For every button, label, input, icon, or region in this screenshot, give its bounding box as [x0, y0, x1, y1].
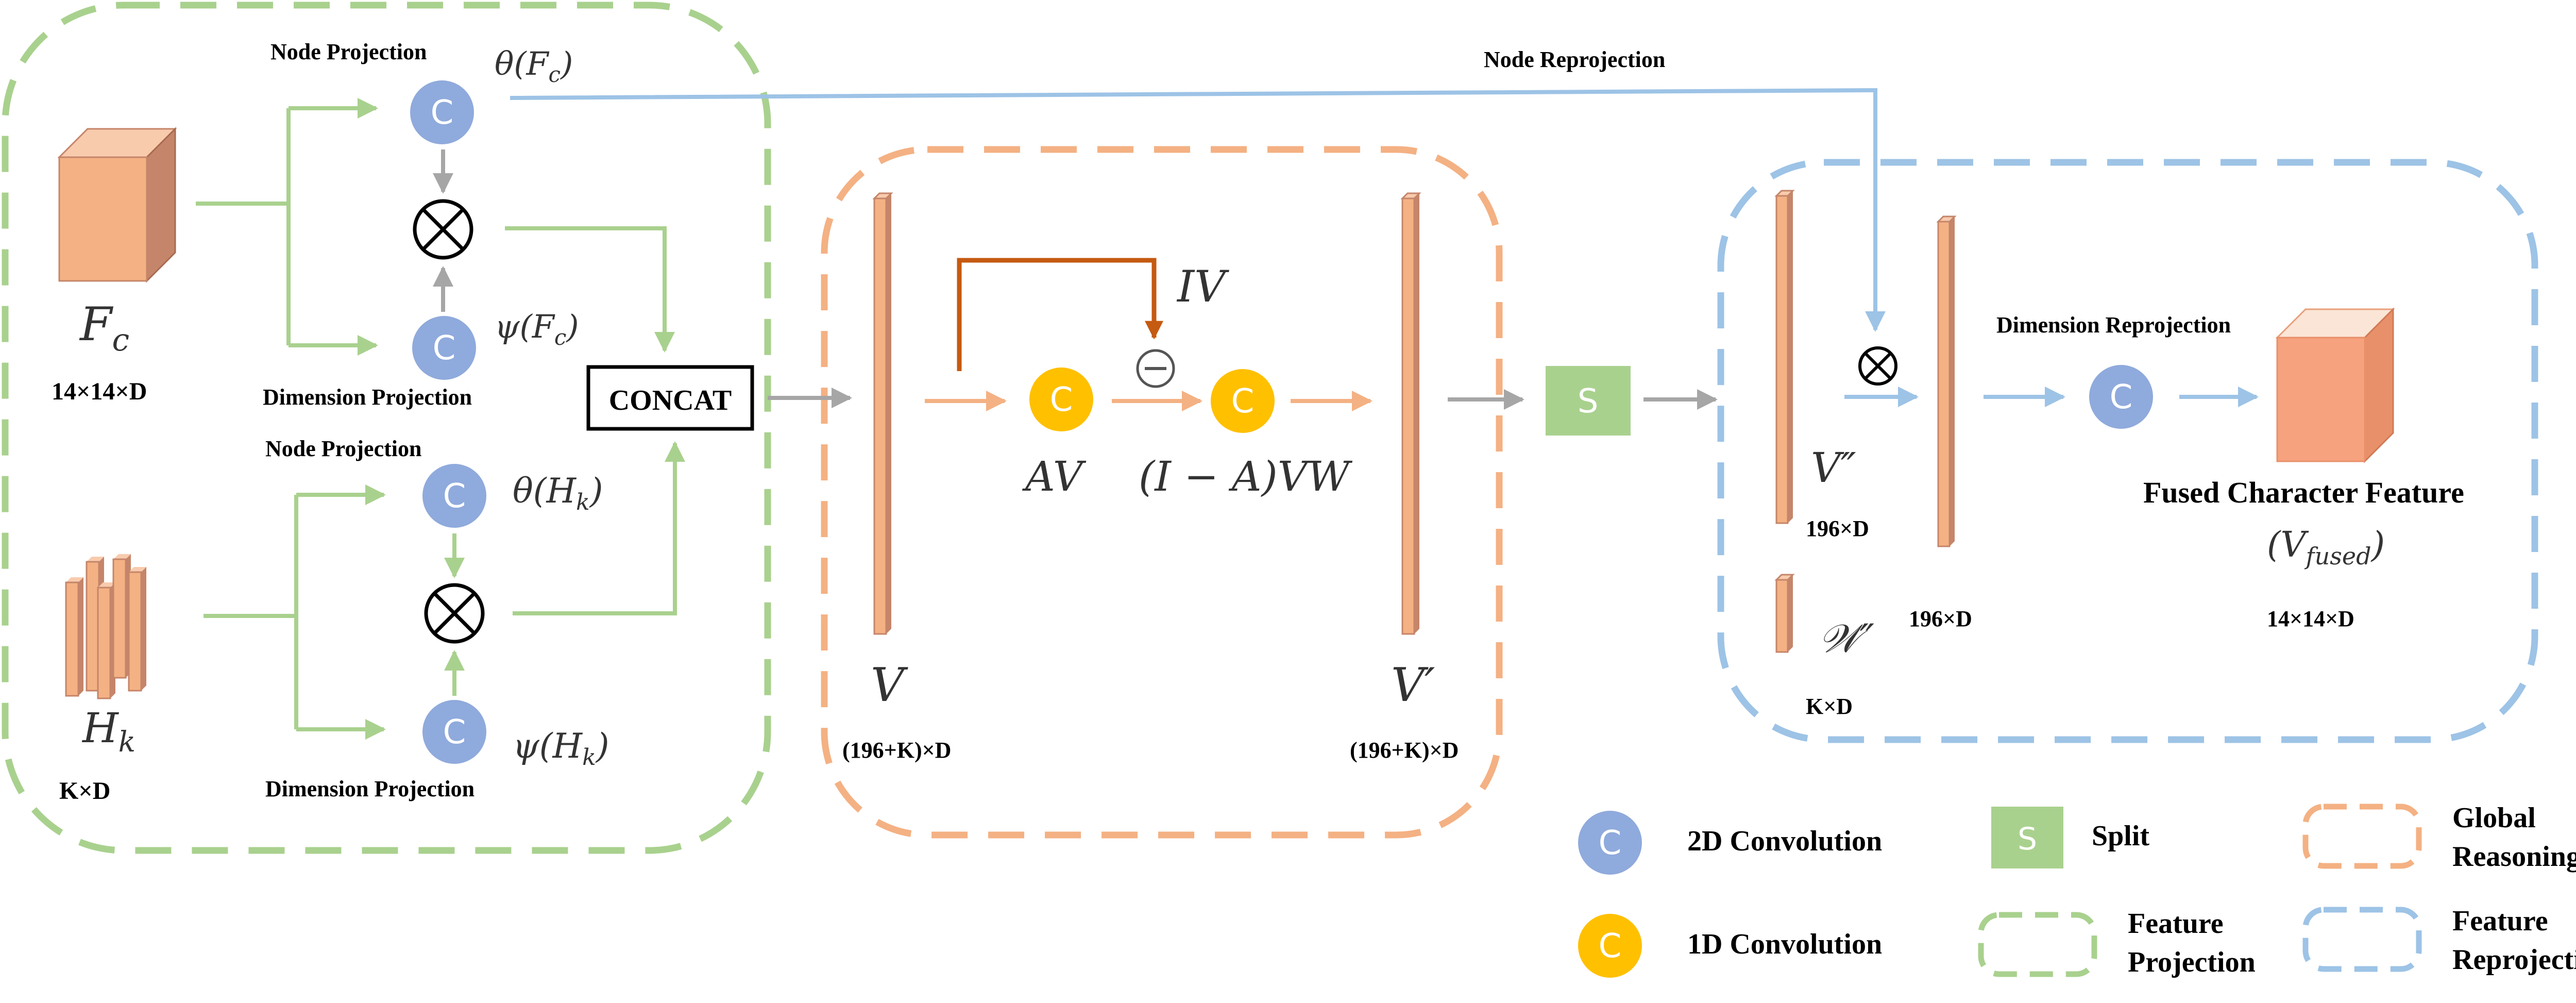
fused-title: Fused Character Feature	[2143, 476, 2464, 509]
node-reprojection-arrow	[510, 88, 1886, 332]
legend-feature-reprojection-label-1: Feature	[2452, 905, 2548, 937]
dimension-projection-label-1: Dimension Projection	[263, 385, 472, 410]
feature-reprojection-region	[1717, 159, 2538, 743]
fused-cube	[2275, 307, 2395, 463]
iavw-label: (I − A)VW	[1139, 453, 1352, 500]
legend-feature-projection-label-1: Feature	[2128, 908, 2224, 940]
svg-text:C: C	[2110, 378, 2133, 416]
legend-feature-reprojection-label-2: Reprojection	[2452, 944, 2576, 976]
theta-fc-label: θ(Fc)	[495, 45, 573, 87]
minus-icon	[1136, 349, 1175, 388]
v-dd-label: V″	[1811, 444, 1856, 492]
v-prime-dim: (196+K)×D	[1350, 738, 1459, 763]
iv-label: IV	[1176, 261, 1229, 312]
legend-split-label: Split	[2092, 820, 2149, 852]
conv2d-node-fc: C	[410, 80, 474, 144]
multiply-icon-fc	[413, 199, 473, 260]
hk-branch-arrows	[204, 484, 386, 740]
conv1d-a: C	[1029, 367, 1093, 431]
legend-feature-reprojection-icon	[2302, 907, 2422, 972]
svg-text:C: C	[443, 713, 466, 751]
fc-branch-arrows	[196, 98, 378, 356]
v-prime-label: V′	[1391, 658, 1435, 712]
fused-dim: 14×14×D	[2267, 606, 2354, 631]
multiply-icon-reprojection	[1858, 346, 1897, 386]
legend-global-reasoning-label-1: Global	[2452, 802, 2536, 834]
legend-split-icon: S	[1991, 807, 2063, 868]
legend-feature-projection-icon	[1978, 912, 2097, 977]
w-dd-dim: K×D	[1806, 694, 1853, 719]
concat-box: CONCAT	[586, 365, 754, 431]
legend-global-reasoning-label-2: Reasoning	[2452, 841, 2576, 873]
legend-conv1d-label: 1D Convolution	[1687, 928, 1882, 960]
v-dim: (196+K)×D	[842, 738, 951, 763]
svg-text:C: C	[1599, 927, 1622, 965]
legend: C 2D Convolution C 1D Convolution S Spli…	[1578, 802, 2576, 978]
av-label: AV	[1022, 453, 1087, 500]
mid-bar	[1936, 215, 1957, 547]
split-box: S	[1546, 366, 1631, 436]
hk-dim: K×D	[59, 777, 110, 805]
legend-global-reasoning-icon	[2302, 804, 2422, 869]
v-dd-bar	[1774, 190, 1795, 524]
feature-projection-region	[2, 2, 771, 854]
v-label: V	[871, 658, 908, 712]
conv2d-dim-hk: C	[422, 700, 486, 764]
hk-bars	[65, 554, 146, 699]
arrow-fc-mult-to-concat	[505, 226, 675, 353]
psi-fc-label: ψ(Fc)	[495, 308, 579, 350]
arrow-hk-mult-to-concat	[513, 441, 685, 615]
global-reasoning-region	[821, 146, 1503, 839]
node-projection-label-2: Node Projection	[265, 436, 421, 461]
fc-cube	[57, 127, 177, 283]
svg-text:C: C	[431, 94, 454, 132]
fc-dim: 14×14×D	[52, 378, 147, 405]
iv-bracket	[957, 258, 1163, 371]
svg-text:C: C	[433, 329, 456, 367]
conv2d-reprojection: C	[2089, 365, 2153, 429]
legend-conv2d-icon: C	[1578, 811, 1642, 875]
w-dd-bar	[1774, 574, 1795, 653]
legend-feature-projection-label-2: Projection	[2128, 946, 2256, 978]
mid-dim: 196×D	[1909, 606, 1972, 631]
fc-label: Fc	[79, 297, 129, 358]
conv1d-b: C	[1211, 369, 1275, 433]
dimension-projection-label-2: Dimension Projection	[265, 776, 474, 801]
node-projection-label-1: Node Projection	[270, 39, 427, 64]
svg-text:C: C	[1231, 382, 1255, 421]
multiply-icon-hk	[424, 583, 485, 644]
v-prime-bar	[1400, 192, 1421, 635]
legend-conv1d-icon: C	[1578, 914, 1642, 978]
svg-text:C: C	[443, 477, 466, 515]
hk-label: Hk	[81, 704, 135, 758]
svg-text:S: S	[2018, 821, 2037, 857]
legend-conv2d-label: 2D Convolution	[1687, 825, 1882, 857]
svg-text:C: C	[1050, 381, 1073, 419]
psi-hk-label: ψ(Hk)	[513, 726, 609, 771]
v-bar	[872, 192, 893, 635]
svg-text:C: C	[1599, 824, 1622, 862]
conv2d-node-hk: C	[422, 464, 486, 528]
w-dd-label: 𝒲″	[1819, 615, 1874, 661]
conv2d-dim-fc: C	[412, 316, 476, 380]
svg-text:S: S	[1578, 382, 1599, 421]
node-reprojection-label: Node Reprojection	[1484, 47, 1665, 72]
v-dd-dim: 196×D	[1806, 516, 1869, 541]
dimension-reprojection-label: Dimension Reprojection	[1996, 312, 2231, 338]
svg-text:CONCAT: CONCAT	[609, 385, 732, 416]
fused-label: (Vfused)	[2267, 525, 2385, 570]
theta-hk-label: θ(Hk)	[513, 471, 603, 515]
